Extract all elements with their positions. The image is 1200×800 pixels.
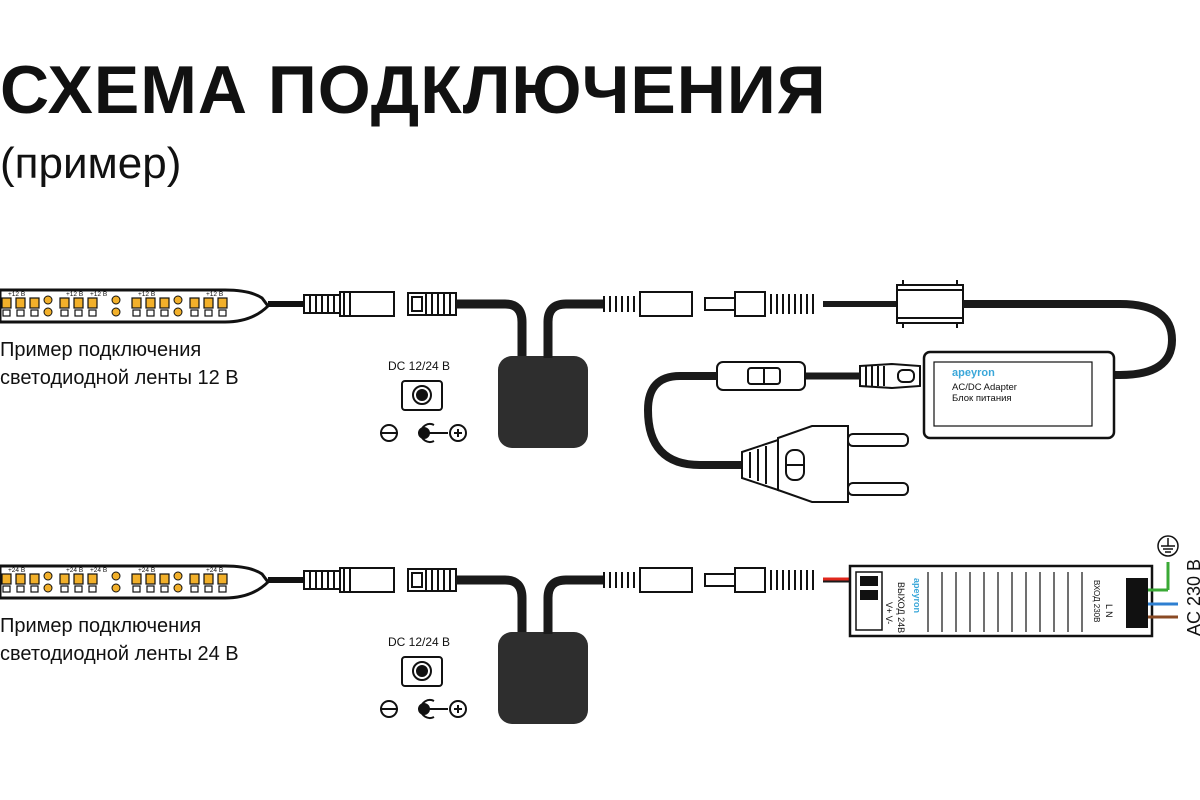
dc-jack-label: DC 12/24 В	[388, 635, 450, 649]
strip-12v-labels: +12 В +12 В +12 В +12 В +12 В	[8, 291, 223, 298]
ac-dc-adapter: apeyron AC/DC Adapter Блок питания	[922, 350, 1116, 440]
euro-plug	[741, 425, 909, 503]
mains-voltage-label: AC 230 В	[1184, 559, 1200, 636]
adapter-inlet	[859, 362, 921, 390]
led-label: +12 В	[66, 291, 83, 298]
adapter-brand: apeyron	[952, 367, 995, 379]
led-label: +24 В	[8, 567, 25, 574]
led-label: +12 В	[90, 291, 107, 298]
strip-12v-caption: Пример подключения светодиодной ленты 12…	[0, 336, 239, 392]
row-24v: +24 В +24 В +24 В +24 В +24 В DC 12/24 В	[0, 566, 850, 724]
led-label: +12 В	[206, 291, 223, 298]
psu-output-terminals: V+ V-	[884, 602, 894, 624]
led-label: +24 В	[206, 567, 223, 574]
caption-line: светодиодной ленты 12 В	[0, 367, 239, 389]
power-supply-unit: ВЫХОД 24В V+ V- apeyron ВХОД 230В L N	[823, 562, 1178, 638]
strip-24v-caption: Пример подключения светодиодной ленты 24…	[0, 612, 239, 668]
psu-input-terminals: L N	[1104, 604, 1114, 618]
psu-brand: apeyron	[912, 578, 922, 613]
adapter-line1: AC/DC Adapter	[952, 382, 1017, 393]
psu-output-label: ВЫХОД 24В	[896, 582, 906, 633]
led-label: +12 В	[8, 291, 25, 298]
inline-switch	[716, 361, 806, 391]
adapter-line2: Блок питания	[952, 393, 1012, 404]
dc-jack-label: DC 12/24 В	[388, 359, 450, 373]
led-label: +24 В	[138, 567, 155, 574]
led-label: +24 В	[66, 567, 83, 574]
page-subtitle: (пример)	[0, 139, 182, 188]
ground-icon	[1157, 535, 1179, 557]
page-title: СХЕМА ПОДКЛЮЧЕНИЯ	[0, 52, 827, 128]
led-label: +12 В	[138, 291, 155, 298]
led-label: +24 В	[90, 567, 107, 574]
row-12v: +12 В +12 В +12 В +12 В +12 В DC 12/24 В…	[0, 280, 1177, 503]
caption-line: Пример подключения	[0, 615, 202, 637]
strip-24v-labels: +24 В +24 В +24 В +24 В +24 В	[8, 567, 223, 574]
caption-line: светодиодной ленты 24 В	[0, 643, 239, 665]
caption-line: Пример подключения	[0, 339, 202, 361]
psu-input-label: ВХОД 230В	[1092, 580, 1101, 622]
ferrite-core	[896, 280, 964, 328]
